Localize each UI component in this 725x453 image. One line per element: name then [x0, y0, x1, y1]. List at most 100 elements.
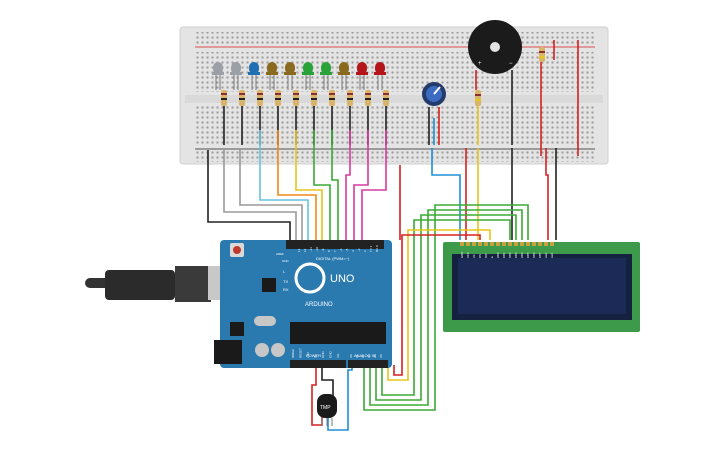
lcd-pin: [538, 242, 542, 246]
digital-pin-label: ~9: [321, 248, 325, 252]
resistor-pot: [475, 90, 481, 106]
digital-pin-label: TX 1: [369, 245, 373, 252]
resistor: [347, 90, 353, 106]
resistor: [275, 90, 281, 106]
analog-header: [348, 360, 388, 368]
digital-header: [286, 240, 384, 249]
power-header-label: POWER: [306, 353, 321, 358]
lcd-pin-label: VCC: [466, 252, 470, 258]
bottom-power-rail: [195, 150, 595, 162]
aref-label: AREF: [276, 252, 284, 256]
lcd-pin: [526, 242, 530, 246]
led-tx-label: TX: [283, 279, 288, 284]
led-rx-label: RX: [283, 287, 289, 292]
piezo-buzzer[interactable]: + −: [468, 20, 522, 74]
resistor: [365, 90, 371, 106]
led: [284, 62, 296, 90]
power-header: [290, 360, 346, 368]
analog-pin-label: A3: [367, 354, 371, 358]
digital-pin-label: 8: [327, 250, 331, 252]
arduino-logo: [294, 262, 326, 294]
lcd-data-wires: [363, 204, 529, 411]
resistor: [239, 90, 245, 106]
lcd-pin: [472, 242, 476, 246]
led: [356, 62, 368, 90]
power-pin-label: 3.3V: [306, 352, 310, 358]
lcd-pin-label: DB0: [496, 252, 500, 258]
digital-pin-label: ~11: [309, 247, 313, 252]
led: [338, 62, 350, 90]
led: [374, 62, 386, 90]
lcd-pin-label: RW: [484, 253, 488, 258]
signal-wires: [207, 130, 557, 240]
lcd-pin: [466, 242, 470, 246]
resistor: [257, 90, 263, 106]
power-pin-label: GND: [329, 351, 333, 359]
buzzer-minus-label: −: [509, 61, 513, 67]
led: [248, 62, 260, 90]
lcd-pin-label: RS: [478, 254, 482, 258]
resistor: [293, 90, 299, 106]
lcd-pin-label: GND: [460, 252, 464, 258]
lcd-pin-label: DB7: [538, 252, 542, 258]
lcd-pin-label: DB1: [502, 252, 506, 258]
lcd-pin-label: DB6: [532, 252, 536, 258]
digital-header-label: DIGITAL (PWM=~): [316, 256, 350, 261]
led: [320, 62, 332, 90]
lcd-pin: [478, 242, 482, 246]
analog-pin-label: A0: [349, 354, 353, 358]
arduino-uno: ARDUINO UNO DIGITAL (PWM=~) POWER ANALOG…: [214, 240, 392, 368]
lcd-pin: [532, 242, 536, 246]
led: [212, 62, 224, 90]
gnd-label: GND: [282, 259, 290, 263]
top-power-rail: [195, 32, 595, 44]
digital-pin-label: 7: [333, 250, 337, 252]
lcd-pin: [550, 242, 554, 246]
digital-pin-label: RX 0: [375, 245, 379, 252]
lcd-pin-label: DB4: [520, 252, 524, 258]
digital-pin-label: ~3: [357, 248, 361, 252]
lcd-pin-label: DB3: [514, 252, 518, 258]
atmega-chip: [290, 322, 386, 344]
lcd-pin: [460, 242, 464, 246]
lcd-screen: [458, 258, 626, 314]
analog-pin-label: A5: [379, 354, 383, 358]
lcd-pin: [496, 242, 500, 246]
resistor: [383, 90, 389, 106]
lcd-pin: [508, 242, 512, 246]
resistor-buzzer: [539, 47, 545, 62]
power-pin-label: 5V: [314, 354, 318, 358]
lcd-pin: [484, 242, 488, 246]
digital-pin-label: ~5: [345, 248, 349, 252]
analog-pin-label: A1: [355, 354, 359, 358]
power-jack: [214, 340, 242, 364]
potentiometer[interactable]: [422, 82, 446, 106]
resistor: [329, 90, 335, 106]
digital-pin-label: 4: [351, 250, 355, 252]
lcd-pin: [514, 242, 518, 246]
led: [266, 62, 278, 90]
upper-terminal-strip: [195, 52, 595, 92]
tmp-sensor-label: TMP: [320, 405, 331, 411]
digital-pin-label: 12: [303, 248, 307, 252]
led-row: [212, 62, 386, 90]
lcd-pin-label: LED: [550, 253, 554, 258]
digital-pin-label: ~6: [339, 248, 343, 252]
arduino-model: UNO: [330, 273, 355, 285]
buzzer-plus-label: +: [478, 61, 482, 67]
lcd-pin: [490, 242, 494, 246]
lower-terminal-strip: [195, 106, 595, 146]
digital-pin-label: 13: [297, 248, 301, 252]
lcd-pin: [544, 242, 548, 246]
lcd-pin: [502, 242, 506, 246]
resistor: [311, 90, 317, 106]
power-pin-label: IOREF: [291, 349, 295, 358]
lcd-pin-label: DB2: [508, 252, 512, 258]
